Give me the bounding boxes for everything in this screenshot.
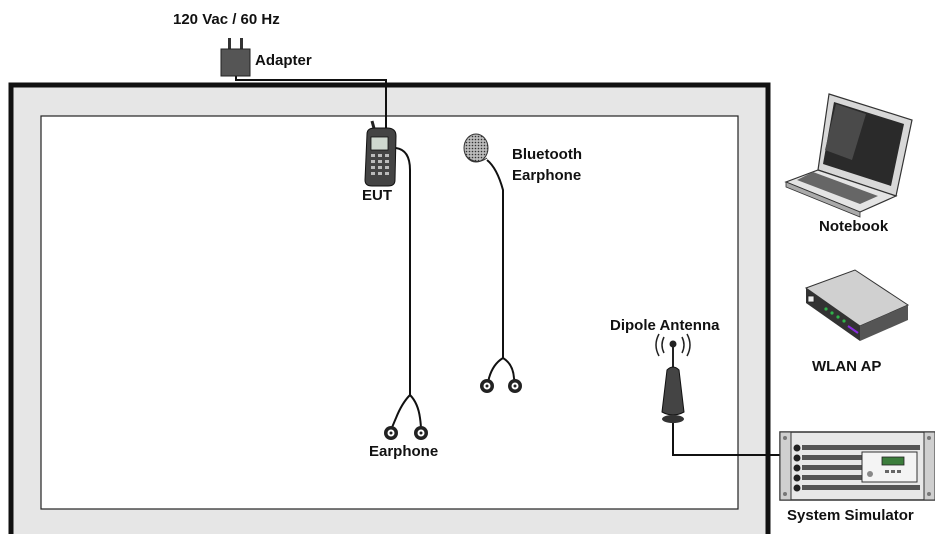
earphone-buds-icon	[384, 426, 428, 440]
adapter-icon	[220, 38, 251, 77]
notebook-icon	[784, 93, 913, 218]
power-label: 120 Vac / 60 Hz	[173, 11, 280, 28]
adapter-label: Adapter	[255, 52, 312, 69]
wlan-ap-label: WLAN AP	[812, 358, 881, 375]
bt-earphone-buds-icon	[480, 379, 522, 393]
earphone-label: Earphone	[369, 443, 438, 460]
eut-phone-icon	[364, 120, 397, 187]
earphone-cable	[395, 147, 411, 395]
bt-right-lead	[502, 357, 516, 385]
bt-left-lead	[487, 357, 504, 385]
antenna-rf-cable	[672, 423, 782, 456]
adapter-cable	[235, 76, 387, 128]
dipole-antenna-icon	[655, 333, 691, 423]
bluetooth-label-line1: Bluetooth	[512, 146, 582, 163]
dipole-antenna-label: Dipole Antenna	[610, 317, 720, 334]
bluetooth-earphone-icon	[463, 133, 489, 163]
system-simulator-icon	[779, 431, 935, 501]
system-simulator-label: System Simulator	[787, 507, 914, 524]
notebook-label: Notebook	[819, 218, 889, 235]
wlan-ap-icon	[804, 269, 910, 341]
eut-label: EUT	[362, 187, 392, 204]
bt-earphone-cable	[486, 159, 504, 358]
bluetooth-label-line2: Earphone	[512, 167, 581, 184]
